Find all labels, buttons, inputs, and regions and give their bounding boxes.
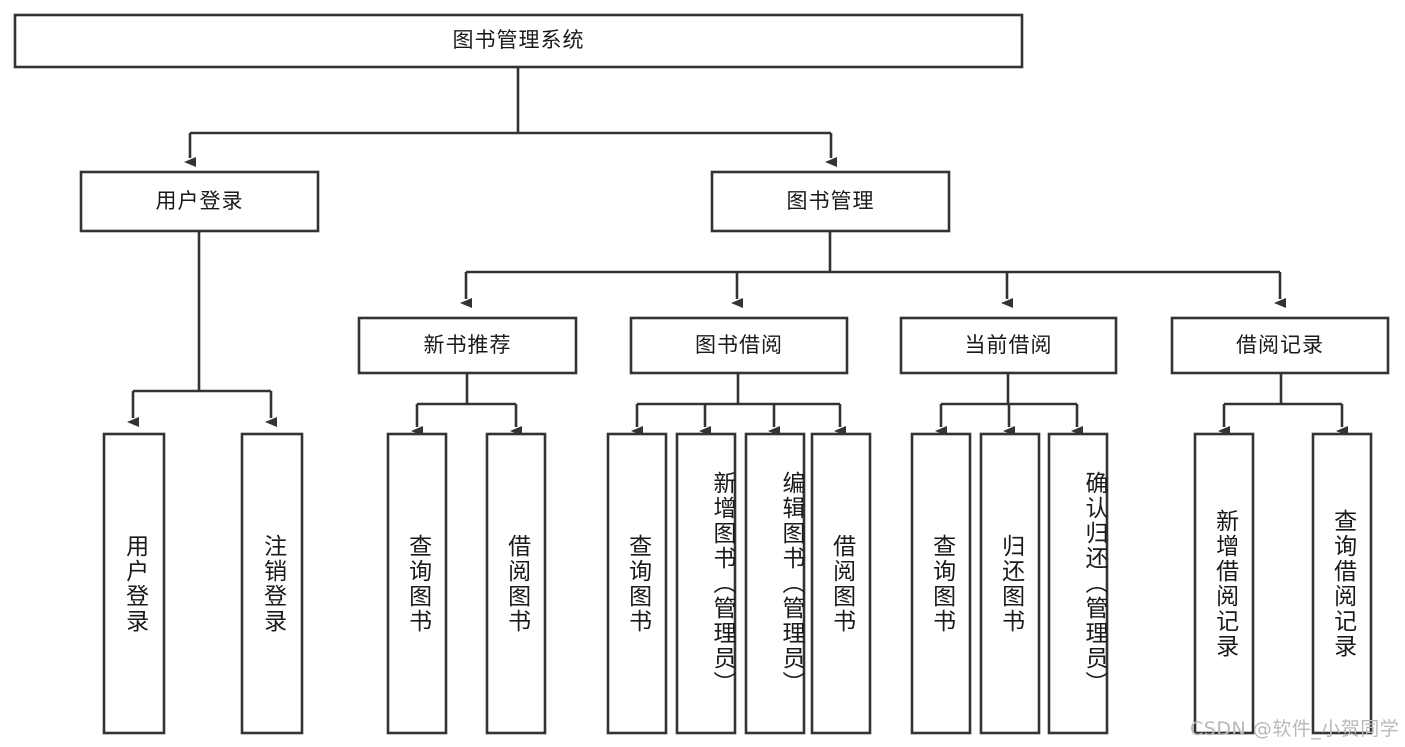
watermark: CSDN @软件_小贺同学 (1190, 718, 1400, 740)
